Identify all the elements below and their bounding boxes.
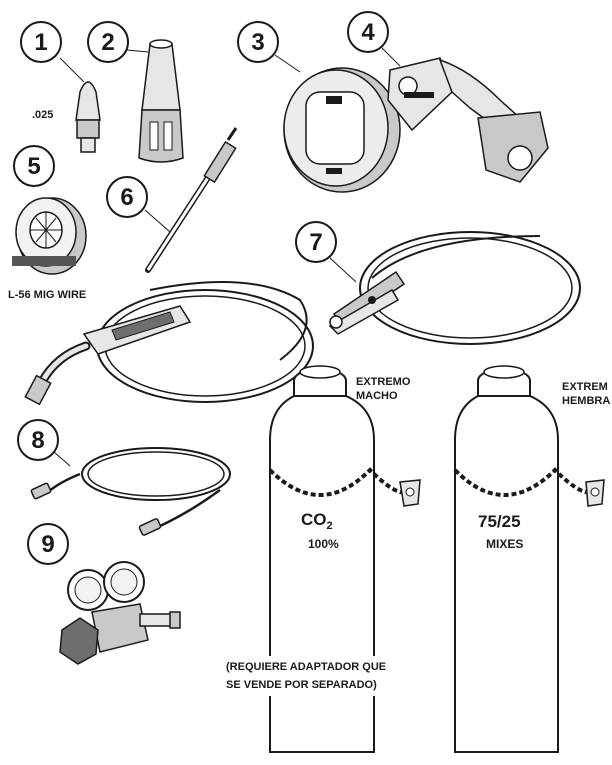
drive-roll	[283, 67, 401, 193]
mix-label: 75/25	[478, 512, 521, 531]
contact-tip	[75, 81, 101, 153]
svg-text:3: 3	[251, 29, 264, 56]
callout-6: 6	[106, 176, 148, 218]
svg-text:5: 5	[27, 153, 40, 180]
wire-spool	[12, 197, 87, 275]
svg-text:7: 7	[309, 229, 322, 256]
callout-2: 2	[87, 21, 129, 63]
svg-text:4: 4	[361, 19, 375, 46]
co2-percentage: 100%	[308, 537, 339, 551]
male-end-label-line2: MACHO	[356, 390, 398, 402]
callout-9: 9	[27, 523, 69, 565]
svg-text:1: 1	[34, 29, 47, 56]
ground-clamp	[328, 231, 581, 345]
adapter-note-line1: (REQUIERE ADAPTADOR QUE	[226, 661, 386, 673]
svg-text:2: 2	[101, 29, 114, 56]
callout-7: 7	[295, 221, 337, 263]
svg-text:9: 9	[41, 531, 54, 558]
callout-8: 8	[17, 419, 59, 461]
wire-label: L-56 MIG WIRE	[8, 289, 86, 301]
mix-sublabel: MIXES	[486, 537, 523, 551]
gas-hose	[30, 447, 231, 536]
nozzle	[138, 39, 184, 163]
svg-text:8: 8	[31, 427, 44, 454]
gas-regulator	[59, 561, 181, 665]
tip-size-label: .025	[32, 109, 53, 121]
callout-1: 1	[20, 21, 62, 63]
female-end-label-line1: EXTREM	[562, 381, 608, 393]
female-end-label-line2: HEMBRA	[562, 395, 610, 407]
mig-gun	[24, 127, 314, 406]
mix-cylinder	[453, 365, 605, 753]
callout-5: 5	[13, 145, 55, 187]
callout-3: 3	[237, 21, 279, 63]
adapter-note-line2: SE VENDE POR SEPARADO)	[226, 679, 377, 691]
svg-text:6: 6	[120, 184, 133, 211]
wire-guide	[387, 57, 549, 183]
callout-4: 4	[347, 11, 389, 53]
co2-label: CO2	[301, 510, 333, 532]
male-end-label-line1: EXTREMO	[356, 376, 411, 388]
